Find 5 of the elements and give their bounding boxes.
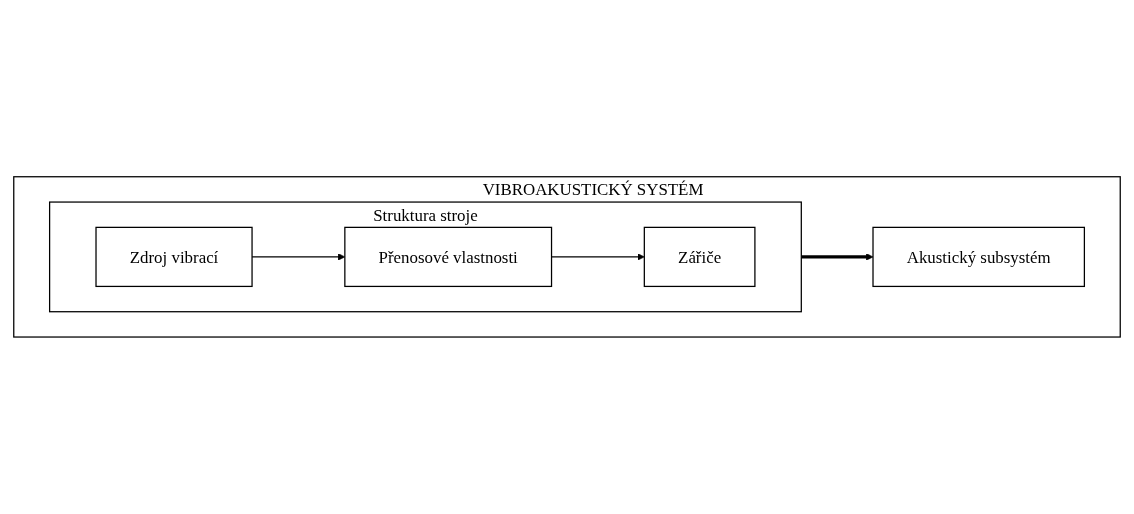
node-box: Akustický subsystém [872, 226, 1085, 288]
node-box: Přenosové vlastnosti [344, 226, 553, 288]
node-box: Zářiče [643, 226, 756, 288]
node-box: Zdroj vibrací [95, 226, 253, 288]
arrow [801, 253, 874, 261]
